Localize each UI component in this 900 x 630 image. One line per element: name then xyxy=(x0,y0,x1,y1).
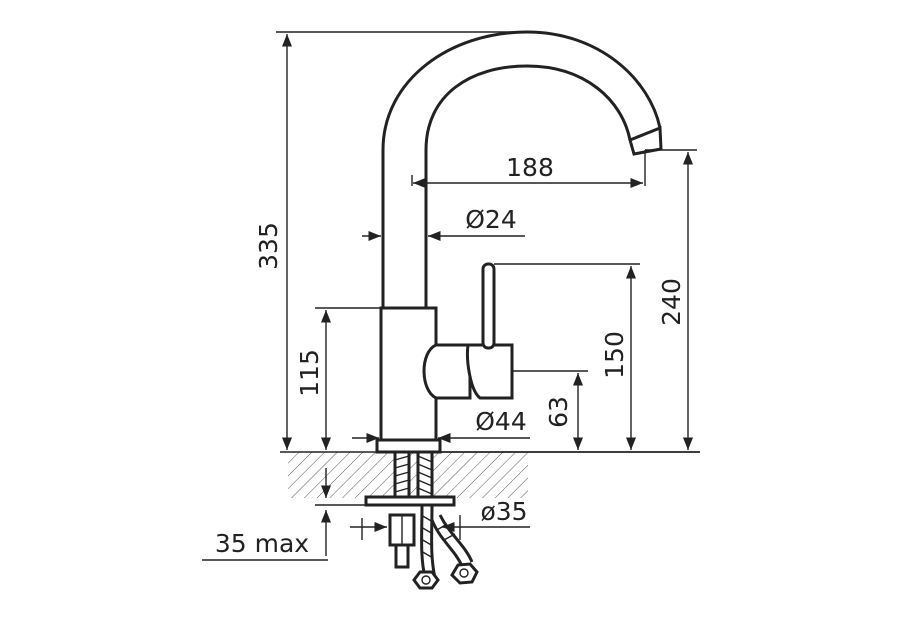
lever-housing xyxy=(466,343,514,400)
hose-fitting-2 xyxy=(450,562,479,585)
label-d44: Ø44 xyxy=(475,407,527,436)
label-115: 115 xyxy=(295,349,324,397)
mounting-plate xyxy=(364,495,456,507)
label-188: 188 xyxy=(506,153,554,182)
handle-hub xyxy=(422,343,472,400)
label-150: 150 xyxy=(600,331,629,379)
label-240: 240 xyxy=(657,278,686,326)
extension-lines xyxy=(202,31,700,561)
spout-outlet xyxy=(628,125,663,156)
dimension-labels: 335 188 Ø24 240 150 115 63 Ø44 ø35 35 ma… xyxy=(215,153,686,558)
faucet xyxy=(364,30,663,590)
lever-handle xyxy=(481,262,496,350)
base-ring xyxy=(375,438,442,454)
countertop xyxy=(280,451,700,498)
label-335: 335 xyxy=(254,222,283,270)
dimension-lines xyxy=(281,34,694,556)
hose-fitting-1 xyxy=(412,570,440,590)
label-63: 63 xyxy=(544,396,573,428)
spout-inner xyxy=(424,64,632,308)
label-d24: Ø24 xyxy=(465,205,517,234)
label-35max: 35 max xyxy=(215,529,309,558)
label-d35: ø35 xyxy=(480,497,527,526)
hose-braided-2 xyxy=(430,519,464,567)
